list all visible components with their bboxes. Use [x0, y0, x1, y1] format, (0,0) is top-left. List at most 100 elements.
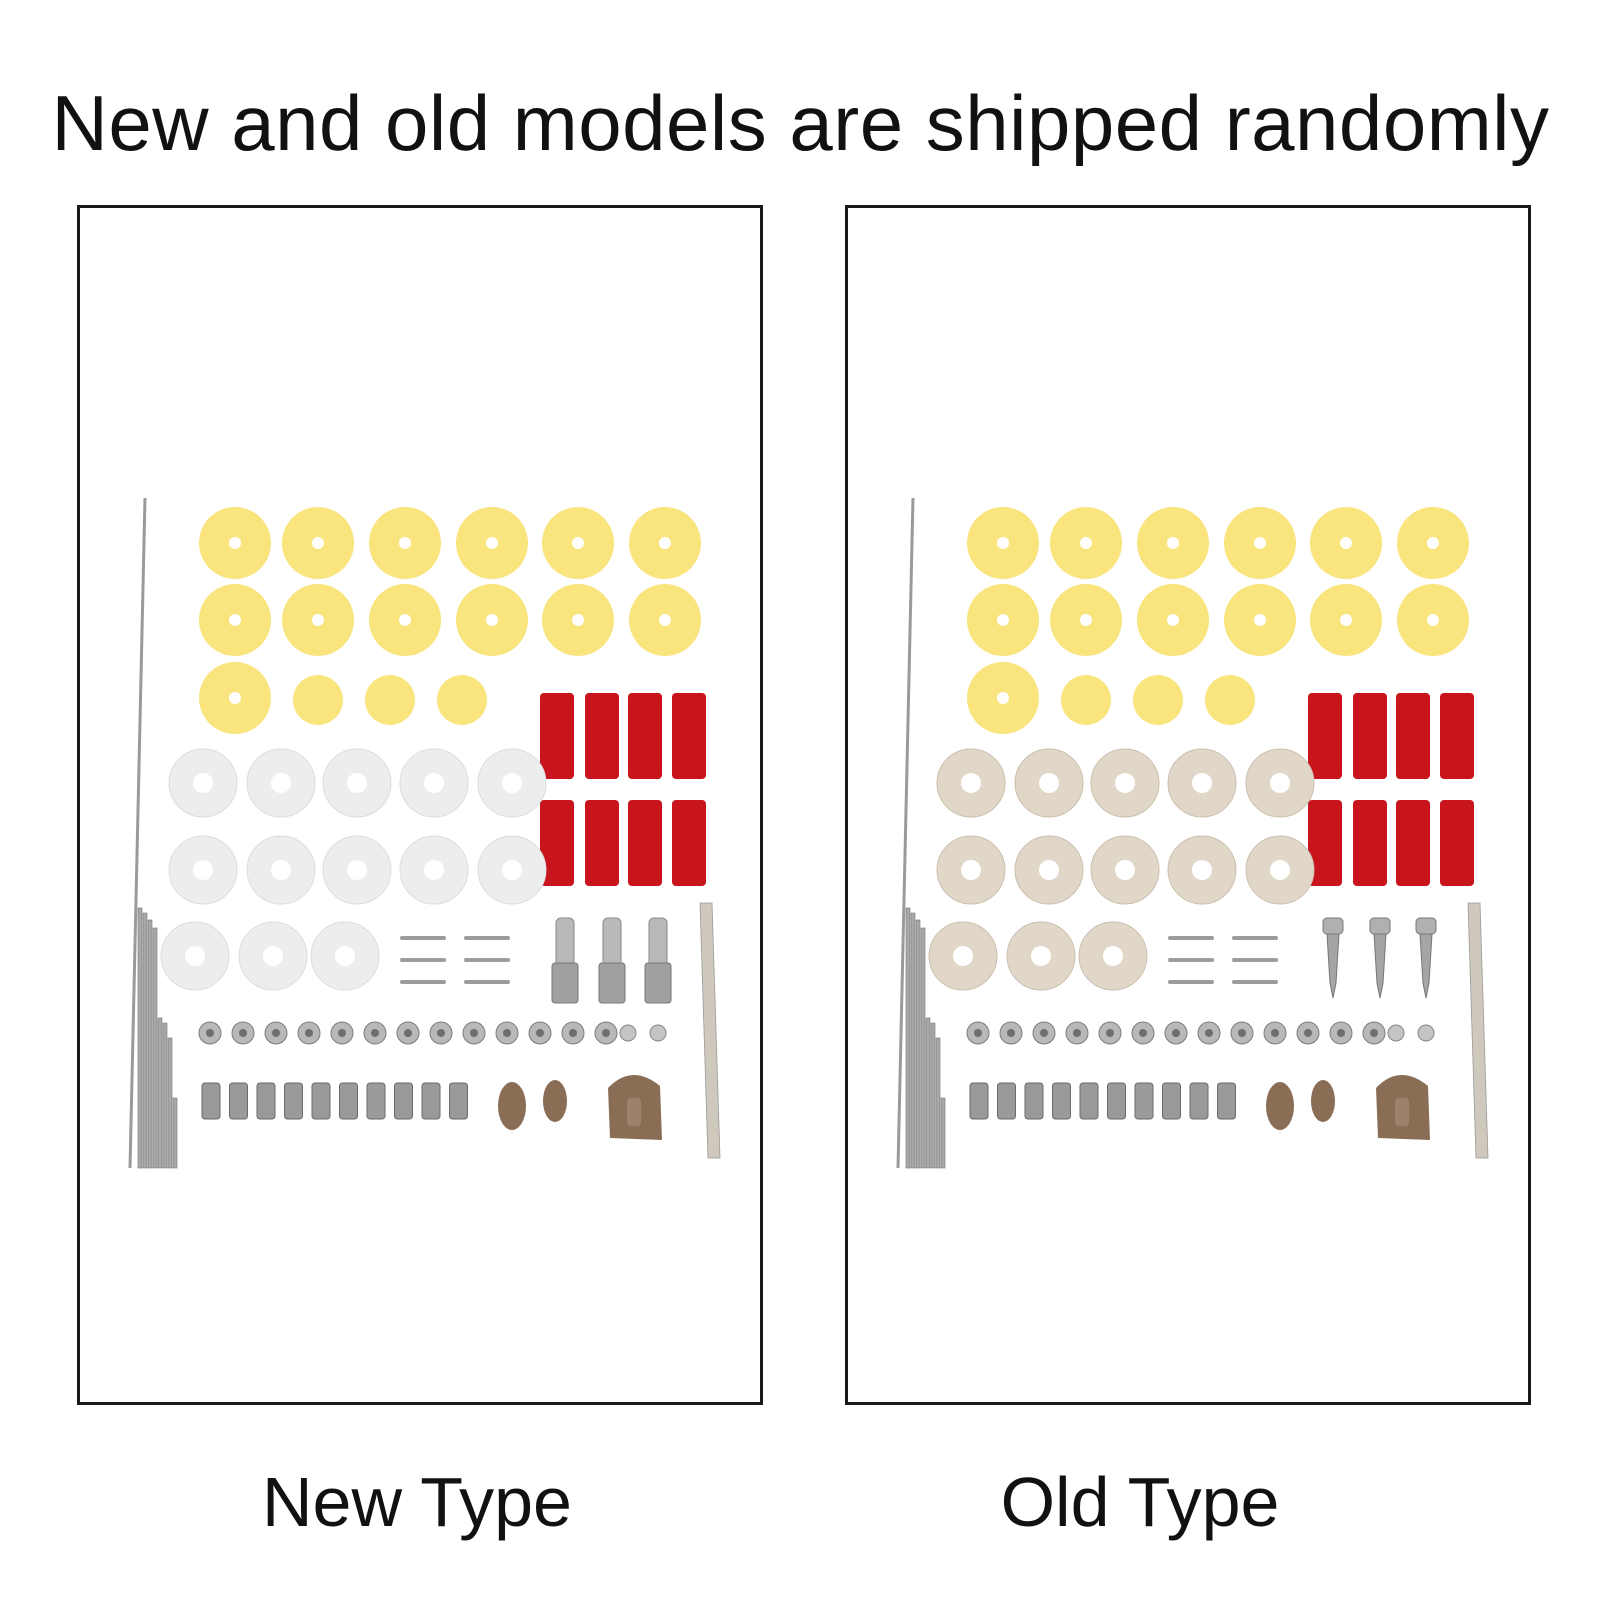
pin [1168, 980, 1214, 984]
old-type-caption: Old Type [1000, 1463, 1280, 1541]
pin [464, 936, 510, 940]
pin [1232, 936, 1278, 940]
red-pad [585, 800, 619, 886]
screw-socket [1238, 1029, 1246, 1037]
set-screw [1217, 1082, 1236, 1120]
set-screw [997, 1082, 1016, 1120]
washer-hole [271, 860, 291, 880]
cork-piece [1311, 1080, 1335, 1122]
pin [1168, 958, 1214, 962]
screw-socket [1040, 1029, 1048, 1037]
washer-hole [1115, 773, 1135, 793]
screw-socket [536, 1029, 544, 1037]
screw-socket [1304, 1029, 1312, 1037]
tiny-screw [1417, 1024, 1435, 1042]
long-rod [896, 497, 915, 1169]
screw-socket [569, 1029, 577, 1037]
small-felt-pad [293, 675, 343, 725]
rod [920, 927, 926, 1169]
felt-pad-hole [1167, 614, 1179, 626]
felt-pad-hole [229, 537, 241, 549]
felt-pad-hole [659, 537, 671, 549]
felt-pad-hole [997, 614, 1009, 626]
felt-pad-hole [572, 537, 584, 549]
set-screw [311, 1082, 331, 1120]
set-screw [1052, 1082, 1071, 1120]
screw-thread [551, 962, 579, 1004]
cork-piece [498, 1082, 526, 1130]
long-rod [128, 497, 147, 1169]
screw-shaft [555, 917, 575, 969]
screw-socket [1370, 1029, 1378, 1037]
screw-socket [338, 1029, 346, 1037]
pin [1232, 980, 1278, 984]
cork-piece [543, 1080, 567, 1122]
pin [400, 980, 446, 984]
screw-thread [598, 962, 626, 1004]
screw-socket [1172, 1029, 1180, 1037]
felt-pad-hole [572, 614, 584, 626]
screw-socket [1139, 1029, 1147, 1037]
screw-thread [1373, 933, 1387, 999]
rod [137, 907, 143, 1169]
washer-hole [1103, 946, 1123, 966]
spring-strip [1467, 902, 1489, 1159]
cork-block-detail [1395, 1098, 1409, 1126]
screw-socket [1205, 1029, 1213, 1037]
small-felt-pad [365, 675, 415, 725]
pin [400, 958, 446, 962]
set-screw [969, 1082, 989, 1120]
red-pad [1396, 693, 1430, 779]
washer-hole [1270, 773, 1290, 793]
screw-socket [1073, 1029, 1081, 1037]
screw-socket [272, 1029, 280, 1037]
washer-hole [185, 946, 205, 966]
headline: New and old models are shipped randomly [51, 79, 1550, 167]
screw-socket [371, 1029, 379, 1037]
felt-pad-hole [1080, 614, 1092, 626]
washer-hole [502, 773, 522, 793]
rod [915, 919, 921, 1169]
screw-socket [1337, 1029, 1345, 1037]
rod [142, 912, 148, 1169]
red-pad [1353, 693, 1387, 779]
screw-head [1369, 917, 1391, 935]
set-screw [1024, 1082, 1044, 1120]
set-screw [1162, 1082, 1181, 1120]
set-screw [1189, 1082, 1209, 1120]
pin [1168, 936, 1214, 940]
rod [905, 907, 911, 1169]
set-screw [421, 1082, 441, 1120]
rod [172, 1097, 178, 1169]
washer-hole [193, 860, 213, 880]
red-pad [1308, 800, 1342, 886]
washer-hole [347, 773, 367, 793]
red-pad [628, 693, 662, 779]
screw-shaft [648, 917, 668, 969]
washer-hole [347, 860, 367, 880]
felt-pad-hole [997, 537, 1009, 549]
washer-hole [961, 860, 981, 880]
screw-thread [644, 962, 672, 1004]
pin [1232, 958, 1278, 962]
cork-block-detail [627, 1098, 641, 1126]
red-pad [540, 693, 574, 779]
rod [910, 912, 916, 1169]
set-screw [394, 1082, 413, 1120]
screw-socket [305, 1029, 313, 1037]
red-pad [1440, 693, 1474, 779]
set-screw [339, 1082, 358, 1120]
screw-thread [1326, 933, 1340, 999]
red-pad [628, 800, 662, 886]
rod [930, 1022, 936, 1169]
small-felt-pad [1205, 675, 1255, 725]
screw-socket [1007, 1029, 1015, 1037]
felt-pad-hole [312, 614, 324, 626]
tiny-screw [649, 1024, 667, 1042]
rod [940, 1097, 946, 1169]
rod [147, 919, 153, 1169]
old-type-parts-illustration [896, 497, 1489, 1169]
felt-pad-hole [229, 692, 241, 704]
pin [464, 958, 510, 962]
red-pad [672, 800, 706, 886]
